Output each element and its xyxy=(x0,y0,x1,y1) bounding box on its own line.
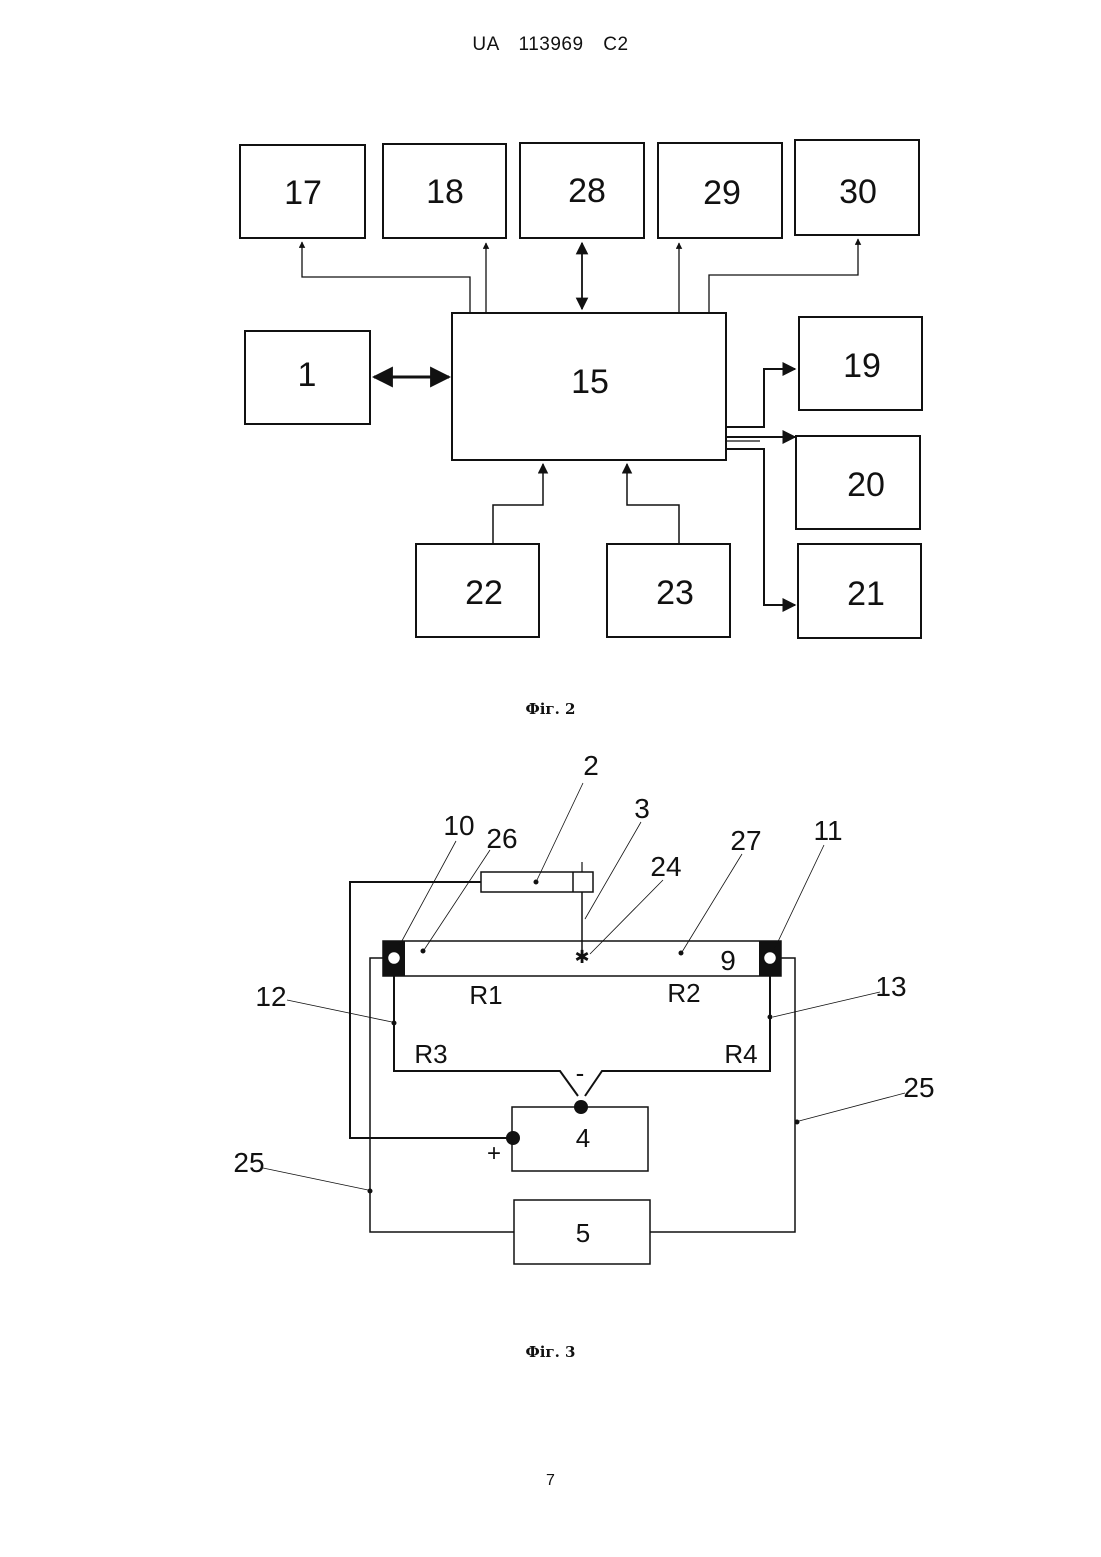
label-25-right: 25 xyxy=(903,1072,934,1103)
block-22: 22 xyxy=(416,544,539,637)
plus-terminal-dot xyxy=(506,1131,520,1145)
block-28-label: 28 xyxy=(568,172,606,210)
block-18-label: 18 xyxy=(426,173,464,211)
block-21-label: 21 xyxy=(847,575,885,613)
connector-22-to-15 xyxy=(493,464,543,544)
block-19: 19 xyxy=(799,317,922,410)
block-1: 1 xyxy=(245,331,370,424)
label-27: 27 xyxy=(730,825,761,856)
page-number: 7 xyxy=(0,1472,1101,1490)
block-17-label: 17 xyxy=(284,174,322,212)
block-21: 21 xyxy=(798,544,921,638)
connector-15-to-19 xyxy=(726,369,795,427)
label-12: 12 xyxy=(255,981,286,1012)
block-23-label: 23 xyxy=(656,574,694,612)
block-28: 28 xyxy=(520,143,644,238)
connector-15-to-17 xyxy=(302,242,470,313)
label-3: 3 xyxy=(634,793,650,824)
connector-15-to-21 xyxy=(726,449,795,605)
block-15: 15 xyxy=(452,313,726,460)
label-9: 9 xyxy=(720,945,736,976)
plus-sign: + xyxy=(487,1140,501,1167)
label-13: 13 xyxy=(875,971,906,1002)
block-23: 23 xyxy=(607,544,730,637)
resistor-r1-label: R1 xyxy=(469,980,502,1010)
block-22-label: 22 xyxy=(465,574,503,612)
label-24: 24 xyxy=(650,851,681,882)
block-4-label: 4 xyxy=(576,1123,590,1153)
block-30-label: 30 xyxy=(839,173,877,211)
figure-2-caption: Фіг. 2 xyxy=(0,700,1101,718)
block-30: 30 xyxy=(795,140,919,235)
label-25-left: 25 xyxy=(233,1147,264,1178)
minus-sign: - xyxy=(576,1058,585,1088)
block-19-label: 19 xyxy=(843,347,881,385)
figure-2-block-diagram: 17 18 28 29 30 15 1 1 xyxy=(240,140,922,638)
block-1-label: 1 xyxy=(298,356,317,394)
label-11: 11 xyxy=(813,815,842,846)
block-29-label: 29 xyxy=(703,174,741,212)
block-20: 20 xyxy=(796,436,920,529)
resistor-r4-label: R4 xyxy=(724,1039,757,1069)
component-2-probe xyxy=(481,872,593,892)
contact-point-24-marker: ✱ xyxy=(574,947,589,967)
block-17: 17 xyxy=(240,145,365,238)
figure-3-circuit: ✱ xyxy=(233,750,934,1264)
figure-3-caption: Фіг. 3 xyxy=(0,1343,1101,1361)
block-18: 18 xyxy=(383,144,506,238)
wire-13-point xyxy=(768,1015,772,1019)
connector-23-to-15 xyxy=(627,464,679,544)
label-26: 26 xyxy=(486,823,517,854)
label-2: 2 xyxy=(583,750,599,781)
connector-15-to-20 xyxy=(726,437,795,441)
label-10: 10 xyxy=(443,810,474,841)
connector-15-to-30 xyxy=(709,239,858,313)
wire-probe-to-plus xyxy=(350,882,512,1138)
wire-12-point xyxy=(392,1021,396,1025)
resistor-r3-label: R3 xyxy=(414,1039,447,1069)
block-15-label: 15 xyxy=(571,363,609,401)
block-20-label: 20 xyxy=(847,466,885,504)
resistor-r2-label: R2 xyxy=(667,978,700,1008)
block-29: 29 xyxy=(658,143,782,238)
block-5-label: 5 xyxy=(576,1218,590,1248)
